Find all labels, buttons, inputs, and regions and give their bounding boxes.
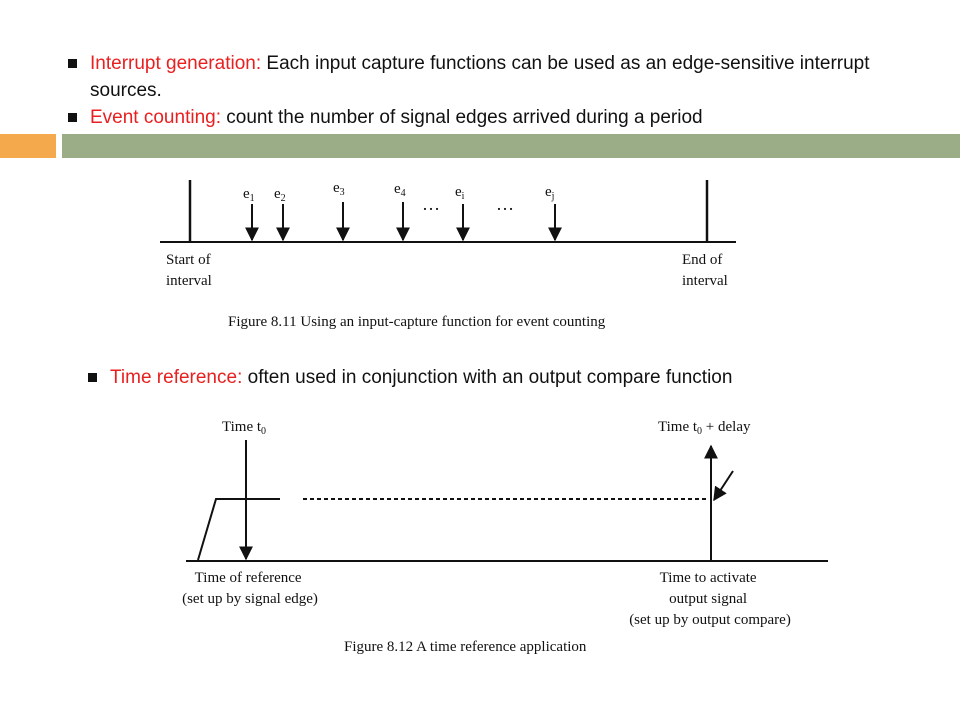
time-of-reference-label: Time of reference (set up by signal edge… <box>182 570 318 607</box>
start-of-interval-label: Start of interval <box>166 252 214 289</box>
svg-text:e3: e3 <box>333 180 345 198</box>
figure-time-reference: Time t0 Time t0 + delay Time of referenc… <box>182 419 828 655</box>
square-bullet-icon <box>68 113 77 122</box>
bullet-interrupt-generation: Interrupt generation: Each input capture… <box>64 50 944 104</box>
bullet-event-counting: Event counting: count the number of sign… <box>64 104 944 131</box>
ellipsis: … <box>496 194 514 214</box>
end-of-interval-label: End of interval <box>682 252 728 289</box>
event-edge: e4 <box>394 181 410 242</box>
bullet-text: often used in conjunction with an output… <box>242 367 733 388</box>
event-edge: e3 <box>333 180 350 242</box>
time-t0-delay-label: Time t0 + delay <box>658 419 751 437</box>
event-edge: e2 <box>274 186 290 242</box>
svg-text:e4: e4 <box>394 181 406 199</box>
header-band-green <box>62 134 960 158</box>
svg-text:ei: ei <box>455 184 465 202</box>
bullet-time-reference: Time reference: often used in conjunctio… <box>84 364 732 391</box>
bullet-term: Interrupt generation: <box>90 53 262 74</box>
svg-text:ej: ej <box>545 184 554 202</box>
square-bullet-icon <box>68 59 77 68</box>
svg-text:e2: e2 <box>274 186 286 204</box>
bullet-text: Each input capture functions can be used… <box>90 53 870 101</box>
event-edge: ej <box>545 184 562 242</box>
event-edge: ei <box>455 184 470 242</box>
signal-edge <box>197 498 280 561</box>
square-bullet-icon <box>88 373 97 382</box>
bullet-term: Event counting: <box>90 107 221 128</box>
figure-event-counting: e1 e2 e3 e4 … ei … ej Start of interval <box>160 180 736 330</box>
header-band-orange <box>0 134 56 158</box>
svg-text:e1: e1 <box>243 186 255 204</box>
event-edge: e1 <box>243 186 259 242</box>
bullet-list: Interrupt generation: Each input capture… <box>64 50 944 131</box>
bullet-text: count the number of signal edges arrived… <box>220 107 703 128</box>
time-t0-label: Time t0 <box>222 419 266 437</box>
bullet-term: Time reference: <box>110 367 243 388</box>
ellipsis: … <box>422 194 440 214</box>
pointer-arrow <box>713 470 734 502</box>
time-to-activate-label: Time to activate output signal (set up b… <box>629 570 791 628</box>
figure-caption: Figure 8.12 A time reference application <box>344 639 587 655</box>
figure-caption: Figure 8.11 Using an input-capture funct… <box>228 314 606 330</box>
